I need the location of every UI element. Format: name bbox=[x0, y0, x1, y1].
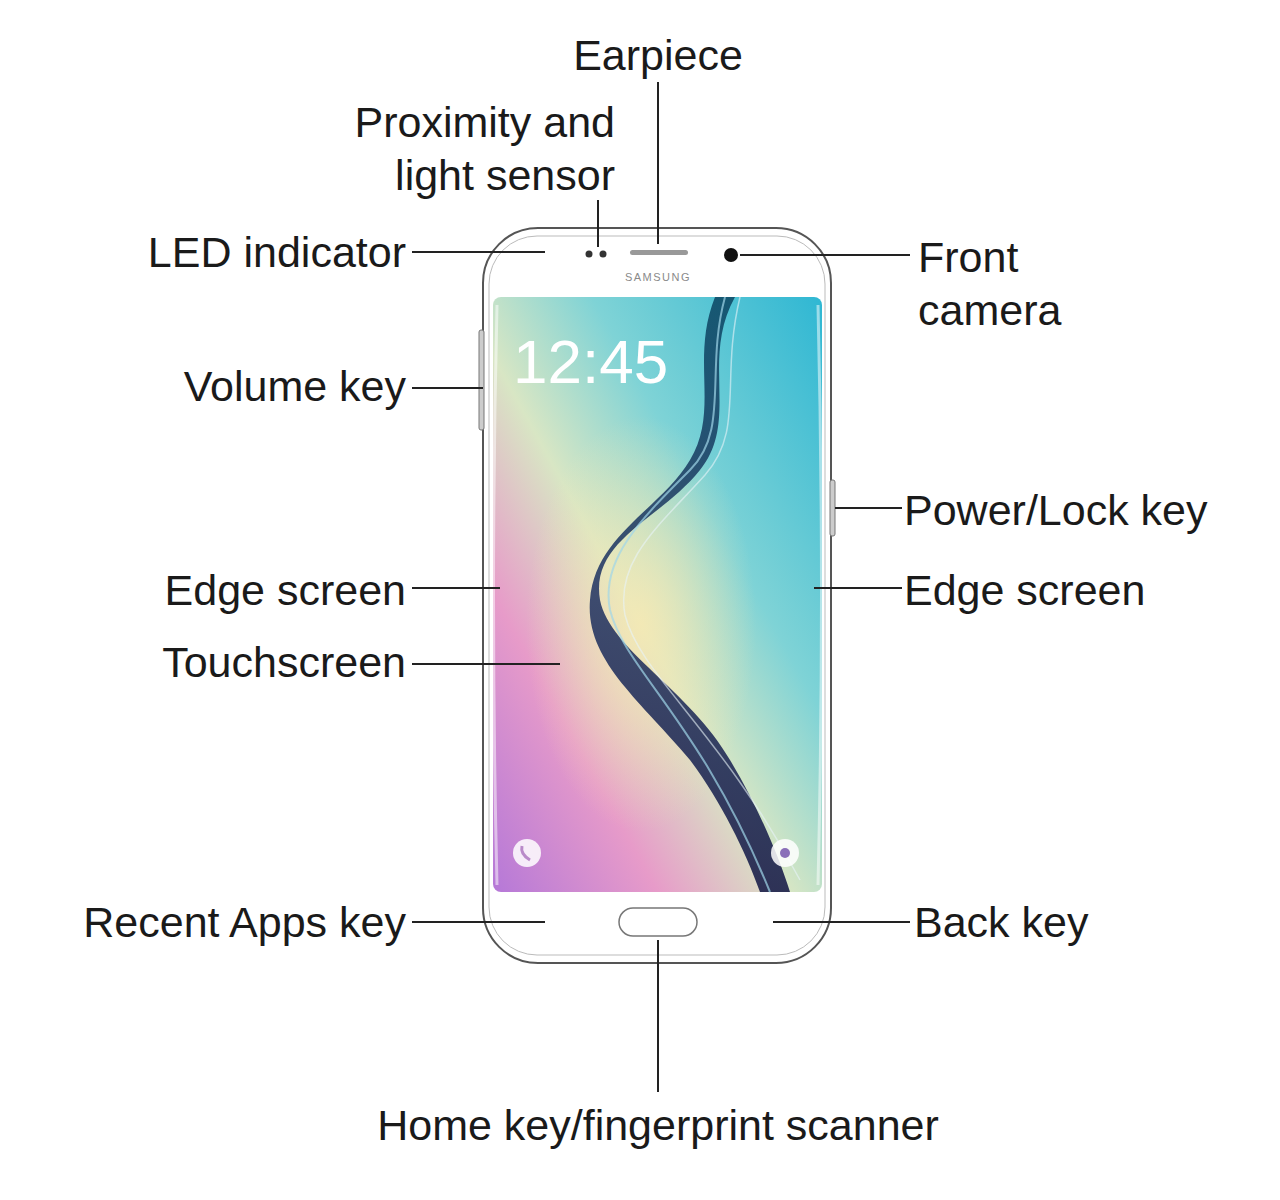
screen bbox=[493, 297, 822, 892]
leader-line bbox=[412, 663, 560, 665]
home-key bbox=[619, 908, 697, 936]
part-label: Proximity and light sensor bbox=[295, 96, 615, 202]
clock-text: 12:45 bbox=[513, 327, 713, 397]
phone-icon bbox=[522, 846, 530, 860]
part-label: Front camera bbox=[918, 231, 1118, 337]
sensor bbox=[586, 251, 593, 258]
sensor bbox=[600, 251, 607, 258]
part-label: Touchscreen bbox=[6, 636, 406, 689]
leader-line bbox=[814, 587, 902, 589]
leader-line bbox=[412, 251, 545, 253]
leader-line bbox=[412, 387, 483, 389]
part-label: Earpiece bbox=[458, 29, 858, 82]
power-key bbox=[830, 480, 835, 536]
earpiece bbox=[630, 250, 688, 255]
part-label: LED indicator bbox=[6, 226, 406, 279]
edge-screen bbox=[818, 305, 822, 885]
screen-glow bbox=[493, 297, 822, 892]
leader-line bbox=[773, 921, 910, 923]
part-label: Power/Lock key bbox=[904, 484, 1274, 537]
camera-icon bbox=[771, 839, 799, 867]
leader-line bbox=[657, 82, 659, 244]
leader-line bbox=[597, 200, 599, 247]
part-label: Back key bbox=[914, 896, 1274, 949]
phone-body bbox=[483, 228, 831, 963]
edge-screen bbox=[494, 305, 498, 885]
leader-line bbox=[412, 921, 545, 923]
leader-line bbox=[835, 507, 902, 509]
leader-lines bbox=[412, 82, 910, 1092]
leader-line bbox=[657, 940, 659, 1092]
part-label: Volume key bbox=[6, 360, 406, 413]
part-label: Recent Apps key bbox=[6, 896, 406, 949]
part-label: Home key/fingerprint scanner bbox=[278, 1099, 1038, 1152]
front-camera bbox=[724, 248, 738, 262]
leader-line bbox=[412, 587, 500, 589]
part-label: Edge screen bbox=[6, 564, 406, 617]
part-label: Edge screen bbox=[904, 564, 1274, 617]
brand-text: SAMSUNG bbox=[598, 270, 718, 284]
phone-icon bbox=[513, 839, 541, 867]
volume-key bbox=[479, 330, 484, 430]
camera-icon bbox=[780, 848, 790, 858]
leader-line bbox=[740, 254, 910, 256]
phone-rim bbox=[489, 236, 825, 955]
